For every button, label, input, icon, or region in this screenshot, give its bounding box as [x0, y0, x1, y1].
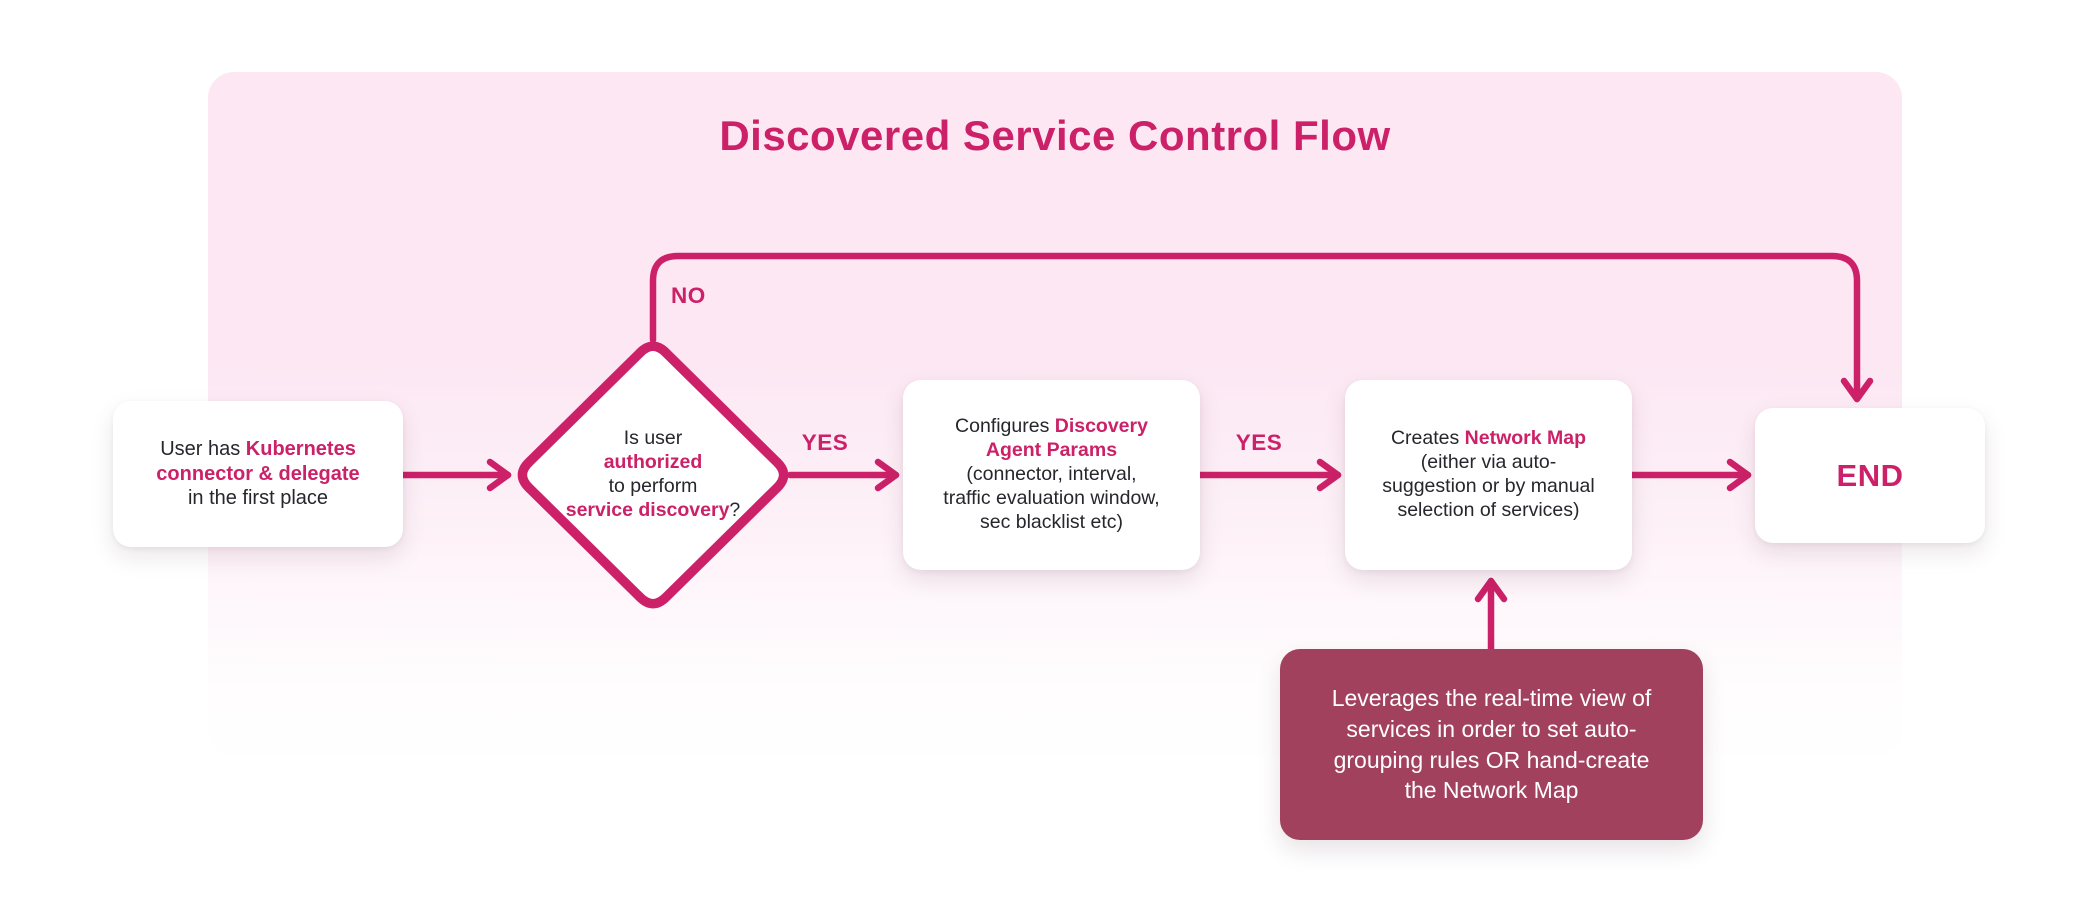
node-text-line: traffic evaluation window,	[943, 486, 1160, 509]
node-text: Creates	[1390, 427, 1465, 450]
node-text: Configures	[955, 415, 1055, 438]
edge-label-no: NO	[671, 283, 706, 308]
node-text-line: Is user	[623, 427, 683, 450]
no-loop-connector	[649, 252, 1874, 403]
node-text: ?	[729, 498, 741, 521]
node-text-emphasis: Kubernetes	[245, 438, 356, 461]
edge-label-yes-authorized: YES	[801, 430, 849, 455]
node-decision-is-user-authorized: Is user authorized to perform service di…	[548, 400, 758, 550]
node-text-line: (connector, interval,	[966, 463, 1137, 485]
node-annotation-leverages-realtime-view: Leverages the real-time view of services…	[1280, 649, 1703, 840]
node-configure-discovery-agent-params: Configures Discovery Agent Params (conne…	[903, 380, 1200, 570]
node-text-line: the Network Map	[1404, 777, 1579, 804]
node-creates-network-map: Creates Network Map (either via auto- su…	[1345, 380, 1632, 570]
node-text-emphasis: Discovery	[1054, 415, 1148, 438]
node-text-emphasis: Agent Params	[985, 439, 1118, 462]
node-text-line: grouping rules OR hand-create	[1333, 746, 1650, 773]
node-text-line: services in order to set auto-	[1346, 715, 1637, 742]
edge-label-yes-configured: YES	[1235, 430, 1283, 455]
decision-diamond-shape	[517, 341, 789, 609]
diagram-title: Discovered Service Control Flow	[719, 112, 1391, 159]
node-text-line: in the first place	[187, 487, 329, 510]
node-text-line: Leverages the real-time view of	[1331, 685, 1652, 712]
node-text-emphasis: connector & delegate	[156, 462, 360, 485]
node-text-line: service discovery?	[566, 499, 741, 523]
node-start-user-has-connector: User has Kubernetes connector & delegate…	[113, 401, 403, 547]
node-text-emphasis: Network Map	[1464, 427, 1587, 450]
node-text-line: Creates Network Map	[1391, 427, 1586, 451]
node-text-line: (either via auto-	[1420, 451, 1557, 474]
node-text-emphasis: authorized	[603, 451, 703, 474]
node-text-line: selection of services)	[1397, 498, 1580, 521]
node-text-line: Configures Discovery	[955, 415, 1148, 439]
node-text: User has	[160, 438, 246, 461]
node-text-line: sec blacklist etc)	[979, 510, 1124, 533]
node-text-line: User has Kubernetes	[160, 437, 356, 462]
node-text-line: to perform	[608, 475, 698, 497]
node-end: END	[1755, 408, 1985, 543]
node-text-emphasis: service discovery	[565, 498, 730, 521]
node-text-line: suggestion or by manual	[1382, 475, 1595, 497]
